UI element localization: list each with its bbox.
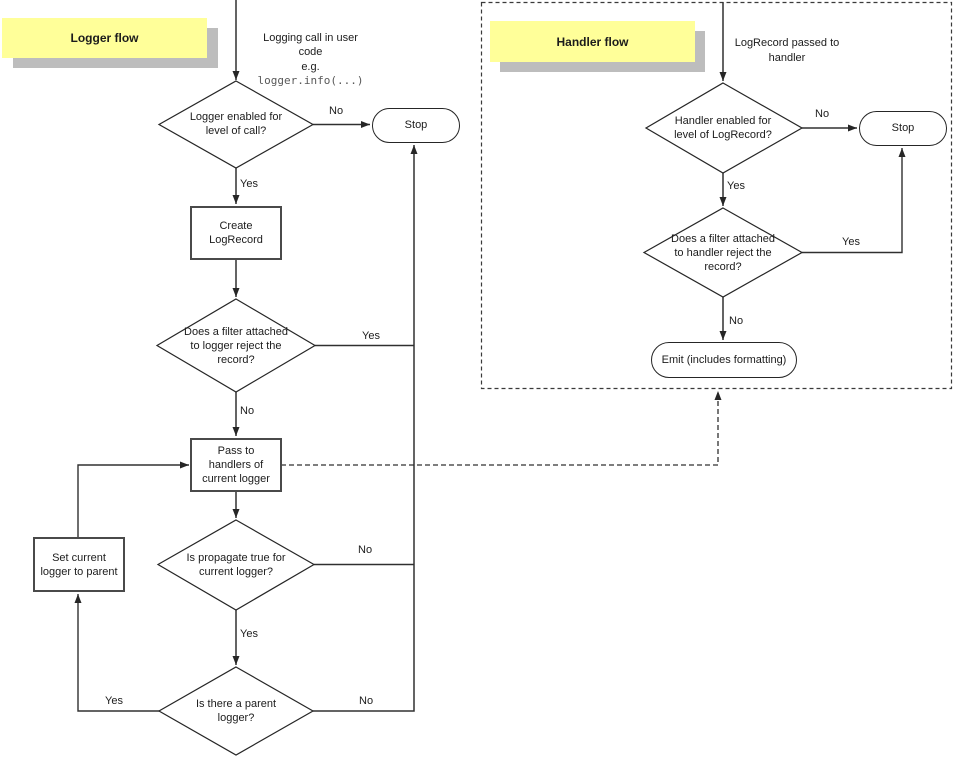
edge-label-parent-yes: Yes <box>105 695 123 707</box>
edge-setcurrent-to-pass <box>77 461 189 537</box>
handler-enabled-diamond <box>644 82 804 174</box>
handler-enabled-diamond-label: Handler enabled for level of LogRecord? <box>674 115 772 141</box>
edge-label-logger-enabled-no: No <box>329 105 344 117</box>
logger-entry-code: logger.info(...) <box>257 74 364 87</box>
create-logrecord-node: Create LogRecord <box>190 206 282 260</box>
edge-label-parent-no: No <box>359 695 374 707</box>
edge-label-logger-enabled-yes: Yes <box>240 178 258 190</box>
handler-filter-diamond-label: Does a filter attached to handler reject… <box>671 232 775 273</box>
logger-entry-caption-text: Logging call in user code e.g. <box>263 31 358 73</box>
edge-label-handler-filter-no: No <box>729 315 744 327</box>
propagate-diamond-label: Is propagate true for current logger? <box>186 552 286 578</box>
logger-stop-node: Stop <box>372 108 460 143</box>
handler-flow-note-label: Handler flow <box>556 34 629 49</box>
handler-filter-diamond <box>642 207 804 298</box>
set-current-logger-node: Set current logger to parent <box>33 537 125 592</box>
edge-parent-yes-to-setcurrent <box>74 594 160 712</box>
logger-filter-diamond-label: Does a filter attached to logger reject … <box>184 325 288 366</box>
edge-label-handler-filter-yes: Yes <box>842 236 860 248</box>
edge-pass-to-handler-flow-dashed <box>281 391 722 466</box>
edge-label-logger-filter-no: No <box>240 405 255 417</box>
logger-flow-note: Logger flow <box>2 18 207 58</box>
logger-enabled-diamond-label: Logger enabled for level of call? <box>189 111 283 137</box>
logger-flow-note-label: Logger flow <box>70 31 139 45</box>
logger-entry-caption: Logging call in user code e.g. logger.in… <box>243 16 378 103</box>
pass-to-handlers-node: Pass to handlers of current logger <box>190 438 282 492</box>
edge-label-propagate-yes: Yes <box>240 628 258 640</box>
edge-handler-filter-yes-to-stop <box>802 148 906 254</box>
emit-node: Emit (includes formatting) <box>651 342 797 378</box>
handler-entry-caption: LogRecord passed to handler <box>734 37 840 64</box>
edge-label-logger-filter-yes: Yes <box>362 330 380 342</box>
edge-label-handler-enabled-yes: Yes <box>727 180 745 192</box>
propagate-diamond <box>156 519 316 611</box>
edge-parent-no-to-stop <box>313 145 418 712</box>
logger-enabled-diamond <box>157 80 315 169</box>
parent-logger-diamond-label: Is there a parent logger? <box>195 698 277 724</box>
handler-flow-note: Handler flow <box>490 21 695 62</box>
edge-label-propagate-no: No <box>358 544 373 556</box>
logger-filter-diamond <box>155 298 317 393</box>
handler-flow-container <box>480 1 953 390</box>
handler-stop-node: Stop <box>859 111 947 146</box>
edge-label-handler-enabled-no: No <box>815 108 830 120</box>
parent-logger-diamond <box>157 666 315 756</box>
